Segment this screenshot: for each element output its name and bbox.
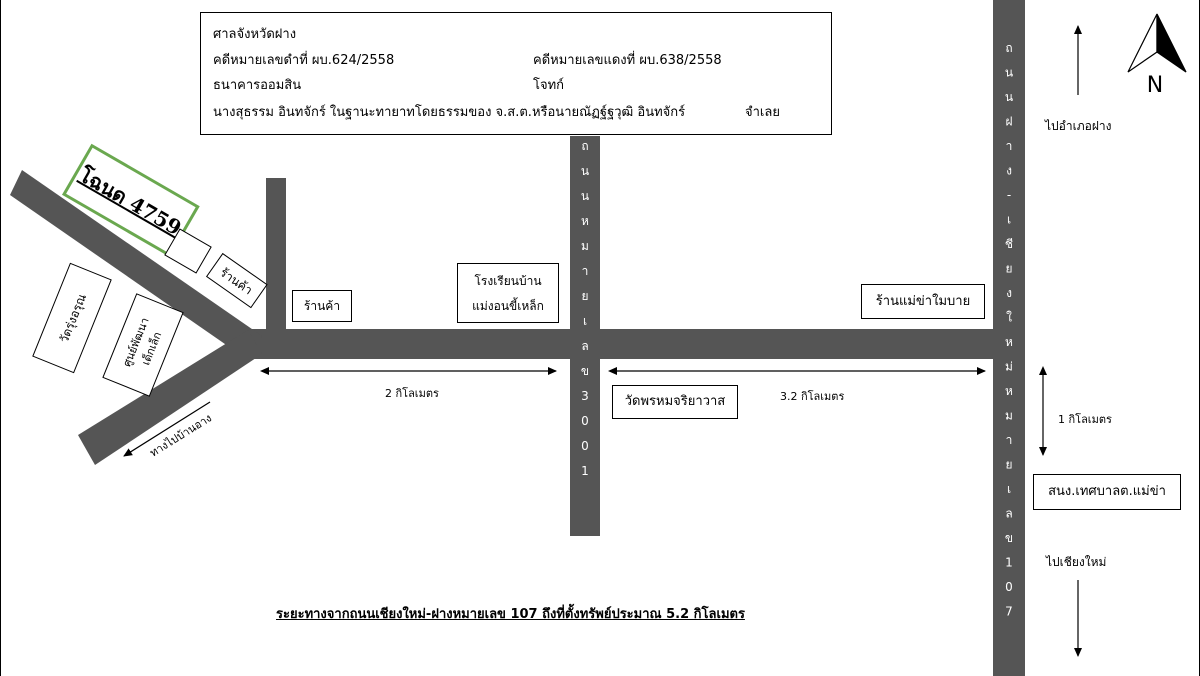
road-letter: 0 bbox=[1005, 580, 1013, 594]
shop-mid-label: ร้านค้า bbox=[303, 299, 341, 313]
road-3001 bbox=[570, 136, 600, 536]
road-letter: น bbox=[1005, 90, 1013, 104]
arrow-to-ban-ang bbox=[123, 401, 211, 457]
to-fang-label: ไปอำเภอฝาง bbox=[1045, 119, 1112, 133]
road-letter: ถ bbox=[581, 139, 588, 153]
school-label-1: โรงเรียนบ้าน bbox=[474, 274, 542, 288]
road-letter: 1 bbox=[1005, 556, 1013, 570]
road-letter: ล bbox=[581, 339, 588, 353]
school-label-2: แม่งอนขี้เหล็ก bbox=[472, 299, 544, 313]
road-letter: ล bbox=[1005, 507, 1012, 521]
distance-label-2km: 2 กิโลเมตร bbox=[385, 387, 439, 400]
shop-box-rotated: ร้านค้า bbox=[205, 252, 268, 309]
road-letter: เ bbox=[583, 314, 587, 328]
road-letter: - bbox=[1007, 188, 1011, 202]
road-letter: า bbox=[582, 264, 589, 278]
child-center-box: ศูนย์พัฒนา เด็กเล็ก bbox=[102, 293, 184, 397]
temple-phrom-label: วัดพรหมจริยาวาส bbox=[624, 394, 726, 409]
road-letter: น bbox=[1005, 66, 1013, 80]
road-small-vertical bbox=[266, 178, 286, 330]
road-letter: ข bbox=[1005, 531, 1013, 545]
roads-layer bbox=[10, 0, 1025, 676]
road-letter: ฝ bbox=[1005, 115, 1012, 129]
north-arrow-icon: N bbox=[1127, 13, 1187, 98]
road-letter: น bbox=[581, 189, 589, 203]
road-letter: 7 bbox=[1005, 605, 1013, 619]
road-letter: เ bbox=[1007, 482, 1011, 496]
to-chiangmai-label: ไปเชียงใหม่ bbox=[1046, 555, 1107, 569]
road-letter: า bbox=[1006, 433, 1013, 447]
distance-caption: ระยะทางจากถนนเชียงใหม่-ฝางหมายเลข 107 ถึ… bbox=[276, 607, 745, 622]
road-letter: ย bbox=[581, 289, 588, 303]
road-letter: ห bbox=[581, 214, 589, 228]
road-diagonal-lower bbox=[78, 330, 262, 465]
small-parcel-box bbox=[164, 228, 212, 274]
case-info-box: ศาลจังหวัดฝาง คดีหมายเลขดำที่ ผบ.624/255… bbox=[200, 12, 832, 135]
mae-kha-shop-box: ร้านแม่ข่าใมบาย bbox=[861, 284, 985, 319]
road-letter: ห bbox=[1005, 335, 1013, 349]
north-label: N bbox=[1147, 73, 1163, 98]
road-letter: ม่ bbox=[1005, 360, 1013, 374]
road-diagonal-upper bbox=[10, 170, 262, 360]
distance-label-1km: 1 กิโลเมตร bbox=[1058, 413, 1112, 426]
road-letter: ม bbox=[581, 239, 589, 253]
road-letter: ย bbox=[1005, 458, 1012, 472]
road-107 bbox=[993, 0, 1025, 676]
road-letter: 0 bbox=[581, 414, 589, 428]
road-letter: ใ bbox=[1006, 311, 1012, 325]
road-letter: ห bbox=[1005, 384, 1013, 398]
court-name: ศาลจังหวัดฝาง bbox=[213, 27, 297, 42]
shop-mid-box: ร้านค้า bbox=[292, 290, 352, 322]
road-letter: ถ bbox=[1005, 41, 1012, 55]
defendant-role: จำเลย bbox=[745, 105, 780, 120]
temple-phrom-box: วัดพรหมจริยาวาส bbox=[612, 385, 738, 419]
road-letter: ข bbox=[581, 364, 589, 378]
road-letter: ย bbox=[1005, 262, 1012, 276]
road-letter: ง bbox=[1006, 164, 1012, 178]
road-letter: 1 bbox=[581, 464, 589, 478]
road-letter: า bbox=[1006, 139, 1013, 153]
plaintiff-role: โจทก์ bbox=[533, 78, 565, 93]
municipal-office-box: สนง.เทศบาลต.แม่ข่า bbox=[1033, 474, 1181, 510]
temple-rung-box: วัดรุ่งอรุณ bbox=[32, 262, 112, 374]
road-letter: 3 bbox=[581, 389, 589, 403]
black-case-number: คดีหมายเลขดำที่ ผบ.624/2558 bbox=[213, 53, 395, 68]
road-letter: ม bbox=[1005, 409, 1013, 423]
road-letter: ง bbox=[1006, 286, 1012, 300]
distance-label-3-2km: 3.2 กิโลเมตร bbox=[780, 390, 845, 403]
road-letter: เ bbox=[1007, 213, 1011, 227]
school-box: โรงเรียนบ้าน แม่งอนขี้เหล็ก bbox=[457, 263, 559, 323]
road-letter: น bbox=[581, 164, 589, 178]
mae-kha-shop-label: ร้านแม่ข่าใมบาย bbox=[875, 294, 971, 309]
municipal-office-label: สนง.เทศบาลต.แม่ข่า bbox=[1048, 484, 1166, 499]
road-horizontal-main bbox=[240, 329, 993, 359]
plaintiff-name: ธนาคารออมสิน bbox=[213, 78, 302, 93]
road-letter: ชี bbox=[1005, 237, 1013, 251]
road-letter: 0 bbox=[581, 439, 589, 453]
red-case-number: คดีหมายเลขแดงที่ ผบ.638/2558 bbox=[533, 53, 722, 68]
defendant-name: นางสุธรรม อินทจักร์ ในฐานะทายาทโดยธรรมขอ… bbox=[213, 105, 686, 120]
